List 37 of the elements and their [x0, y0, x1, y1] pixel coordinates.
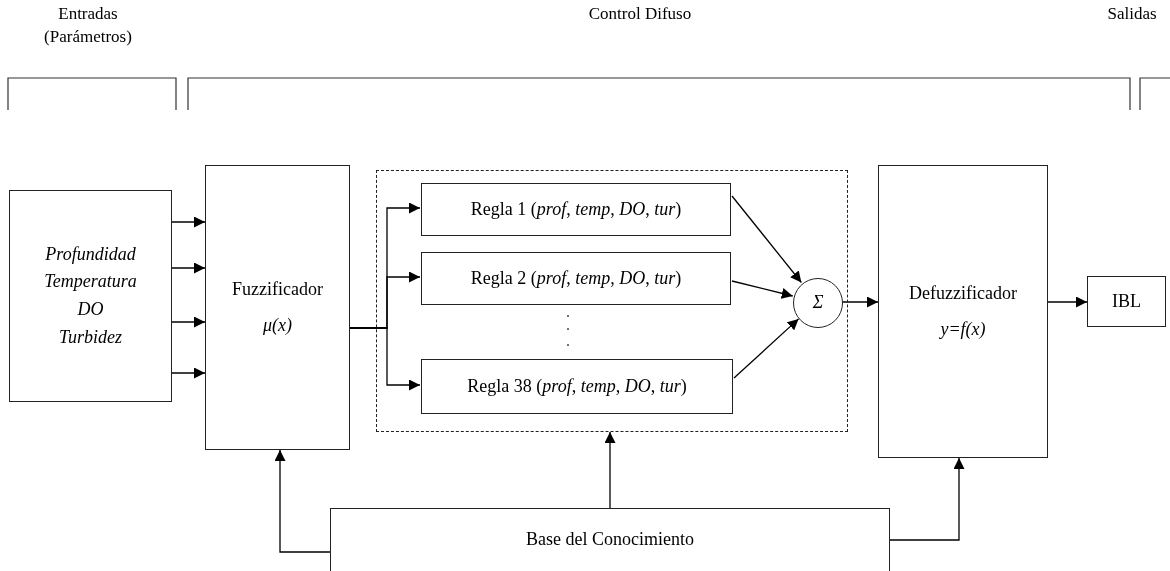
node-label: Base del Conocimiento: [526, 529, 694, 551]
arrow: [171, 216, 206, 228]
arrow: [349, 327, 421, 391]
arrow: [171, 316, 206, 328]
section-heading: Salidas: [1106, 3, 1158, 25]
node-label: Regla 1 (prof, temp, DO, tur): [470, 198, 682, 221]
arrow: [841, 296, 879, 308]
rule-group-box: [376, 170, 848, 432]
formula-text: DO: [77, 299, 104, 321]
arrow: [731, 280, 794, 299]
node-label: IBL: [1112, 290, 1141, 313]
arrow: [274, 449, 331, 553]
formula-text: y=f(x): [940, 318, 986, 341]
output-box: [1087, 276, 1166, 327]
arrow: [171, 262, 206, 274]
arrow: [171, 367, 206, 379]
formula-text: Turbidez: [59, 326, 122, 349]
section-heading: Entradas (Parámetros): [43, 3, 133, 48]
arrow: [1047, 296, 1088, 308]
arrow: [731, 195, 802, 284]
formula-text: μ(x): [263, 314, 292, 337]
node-label: Regla 38 (prof, temp, DO, tur): [467, 375, 687, 398]
arrow: [604, 431, 616, 509]
section-heading: Control Difuso: [587, 3, 693, 25]
defuzzifier-box: [878, 165, 1048, 458]
node-label: Defuzzificador: [909, 282, 1017, 305]
fuzzifier-box: [205, 165, 350, 450]
sum-circle: [793, 278, 843, 328]
node-label: Profundidad: [45, 243, 136, 266]
formula-text: Temperatura: [44, 271, 137, 293]
node-label: Regla 2 (prof, temp, DO, tur): [470, 267, 682, 290]
input-box: [9, 190, 172, 402]
arrow: [733, 318, 800, 379]
node-label: Fuzzificador: [232, 278, 323, 301]
sum-symbol: Σ: [812, 292, 824, 314]
arrow: [889, 457, 965, 541]
knowledge-base-box: [330, 508, 890, 571]
